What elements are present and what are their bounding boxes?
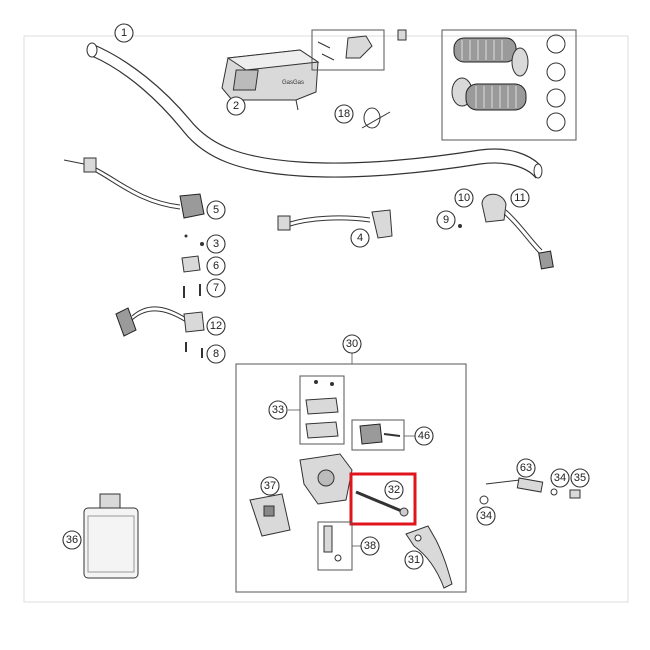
callout-11[interactable]: 11 — [510, 188, 530, 208]
callout-9[interactable]: 9 — [436, 210, 456, 230]
zip-tie — [361, 107, 391, 129]
callout-30[interactable]: 30 — [342, 334, 362, 354]
piston-38 — [323, 525, 342, 562]
handlebar — [86, 42, 543, 179]
callout-34-top[interactable]: 34 — [550, 468, 570, 488]
highlight-box-32 — [349, 472, 417, 526]
svg-text:12: 12 — [210, 320, 222, 332]
svg-text:7: 7 — [213, 282, 219, 294]
assembly-box-30 — [235, 363, 467, 593]
lever-31 — [405, 525, 453, 589]
master-cylinder-body — [299, 453, 353, 505]
callout-7[interactable]: 7 — [206, 278, 226, 298]
subassembly-box-46 — [351, 419, 405, 451]
subassembly-box-38 — [317, 521, 353, 571]
callout-46[interactable]: 46 — [414, 426, 434, 446]
clamp-kit-box — [311, 29, 407, 71]
svg-text:8: 8 — [213, 348, 219, 360]
callout-1[interactable]: 1 — [114, 23, 134, 43]
callout-18[interactable]: 18 — [334, 104, 354, 124]
callout-38[interactable]: 38 — [360, 536, 380, 556]
callout-36[interactable]: 36 — [62, 530, 82, 550]
callout-6[interactable]: 6 — [206, 256, 226, 276]
callout-31[interactable]: 31 — [404, 550, 424, 570]
svg-text:32: 32 — [388, 484, 400, 496]
callout-10[interactable]: 10 — [454, 188, 474, 208]
reservoir-37 — [249, 493, 291, 537]
svg-text:34: 34 — [480, 510, 492, 522]
callout-2[interactable]: 2 — [226, 96, 246, 116]
callout-32[interactable]: 32 — [384, 480, 404, 500]
callout-5[interactable]: 5 — [206, 200, 226, 220]
callout-35[interactable]: 35 — [570, 468, 590, 488]
callout-8[interactable]: 8 — [206, 344, 226, 364]
bracket-6 — [181, 255, 201, 273]
svg-text:3: 3 — [213, 238, 219, 250]
svg-text:4: 4 — [357, 232, 363, 244]
screws-8 — [185, 342, 203, 358]
handlebar-pad: GasGas — [221, 49, 320, 111]
svg-text:31: 31 — [408, 554, 420, 566]
throttle-housing — [458, 193, 554, 270]
fluid-bottle-36 — [83, 493, 139, 579]
cover-parts-33 — [305, 380, 339, 439]
svg-text:36: 36 — [66, 534, 78, 546]
svg-text:34: 34 — [554, 472, 566, 484]
svg-text:63: 63 — [520, 462, 532, 474]
svg-text:30: 30 — [346, 338, 358, 350]
screws-7 — [183, 284, 201, 298]
svg-text:1: 1 — [121, 27, 127, 39]
svg-text:2: 2 — [233, 100, 239, 112]
pushrod-32 — [355, 490, 409, 517]
callout-63[interactable]: 63 — [516, 458, 536, 478]
callout-34-bottom[interactable]: 34 — [476, 506, 496, 526]
svg-text:6: 6 — [213, 260, 219, 272]
svg-text:GasGas: GasGas — [282, 80, 304, 86]
callout-12[interactable]: 12 — [206, 316, 226, 336]
callout-37[interactable]: 37 — [260, 476, 280, 496]
callout-4[interactable]: 4 — [350, 228, 370, 248]
svg-text:9: 9 — [443, 214, 449, 226]
svg-text:11: 11 — [514, 192, 525, 204]
svg-text:38: 38 — [364, 540, 376, 552]
svg-text:5: 5 — [213, 204, 219, 216]
svg-text:46: 46 — [418, 430, 430, 442]
small-screw-3 — [184, 234, 204, 246]
left-switch-cable — [63, 157, 205, 219]
svg-text:35: 35 — [574, 472, 586, 484]
svg-text:33: 33 — [272, 404, 284, 416]
grips-box — [441, 29, 577, 141]
switch-4-cable — [277, 209, 393, 239]
switch-part-46 — [359, 423, 401, 445]
adjuster-parts — [479, 477, 581, 505]
switch-12-cable — [115, 306, 205, 337]
svg-text:37: 37 — [264, 480, 276, 492]
svg-text:18: 18 — [338, 108, 350, 120]
callout-33[interactable]: 33 — [268, 400, 288, 420]
callout-3[interactable]: 3 — [206, 234, 226, 254]
svg-text:10: 10 — [458, 192, 470, 204]
diagram-frame — [23, 35, 629, 603]
